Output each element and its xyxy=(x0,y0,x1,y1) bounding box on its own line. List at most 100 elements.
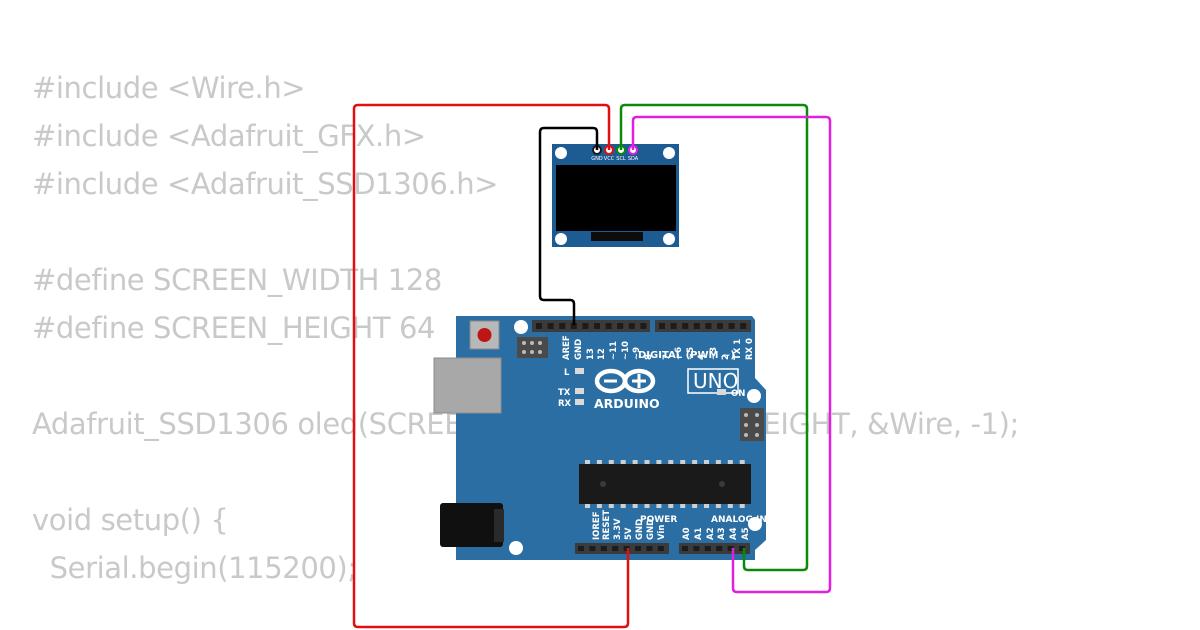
chip-leg xyxy=(680,504,686,508)
header-pin-holes xyxy=(536,323,747,551)
digital-pin-label: 2 xyxy=(721,354,731,360)
digital-pin-label: AREF xyxy=(562,335,572,360)
led-on xyxy=(717,389,726,395)
led-tx-label: TX xyxy=(558,388,571,398)
sda-wire[interactable] xyxy=(631,115,832,594)
code-editor-text: #include <Wire.h>#include <Adafruit_GFX.… xyxy=(32,64,1019,592)
pin-hole xyxy=(617,323,624,329)
pin-hole xyxy=(570,323,577,329)
chip-leg xyxy=(585,504,590,508)
pin-hole xyxy=(600,546,607,551)
oled-screen xyxy=(556,165,676,231)
digital-pin-label: ~6 xyxy=(674,347,684,360)
pin-hole xyxy=(739,546,745,551)
analog-pin-label: A5 xyxy=(741,527,751,540)
pin-hole xyxy=(659,323,665,329)
led-rx-label: RX xyxy=(558,399,572,409)
scl-wire[interactable] xyxy=(619,103,809,572)
chip-leg xyxy=(608,460,614,464)
analog-pin-label: A0 xyxy=(682,527,692,540)
pin-hole xyxy=(716,546,723,551)
chip-leg xyxy=(739,460,745,464)
pin-hole xyxy=(578,546,584,551)
led-on-label: ON xyxy=(731,389,745,399)
pin-hole xyxy=(670,323,677,329)
digital-pin-label: 7 xyxy=(662,354,672,360)
pin-hole xyxy=(682,323,689,329)
oled-pin-label: SCL xyxy=(616,156,626,162)
chip-leg xyxy=(704,504,709,508)
chip-leg xyxy=(692,460,698,464)
digital-pin-label: ~5 xyxy=(686,347,696,360)
pin-hole xyxy=(727,546,734,551)
oled-pin-label: SDA xyxy=(628,156,639,162)
pin-hole xyxy=(693,323,700,329)
arduino-logo xyxy=(594,368,656,394)
led-l xyxy=(575,368,584,374)
power-pin-label: GND xyxy=(646,519,656,540)
chip-leg xyxy=(656,460,662,464)
power-pin-label: Vin xyxy=(657,525,667,540)
chip-leg xyxy=(715,504,721,508)
chip-leg xyxy=(596,504,602,508)
digital-pin-label: 12 xyxy=(597,348,607,360)
led-rx xyxy=(575,399,584,405)
pin-hole xyxy=(536,323,542,329)
chip-leg xyxy=(668,504,674,508)
digital-pin-label: GND xyxy=(574,339,584,360)
analog-pin-header[interactable] xyxy=(679,543,750,554)
mounting-hole xyxy=(748,517,762,531)
power-pin-header[interactable] xyxy=(575,543,669,554)
chip-leg xyxy=(715,460,721,464)
pin-hole xyxy=(640,323,647,329)
led-l-label: L xyxy=(564,368,570,378)
oled-mount-hole xyxy=(663,233,675,245)
pin-hole xyxy=(605,323,612,329)
digital-pin-label: ~3 xyxy=(709,347,719,360)
pin-hole xyxy=(594,323,600,329)
reset-button[interactable] xyxy=(469,320,500,350)
power-pin-label: GND xyxy=(635,519,645,540)
pin-hole xyxy=(547,323,554,329)
chip-leg xyxy=(620,504,626,508)
pin-hole xyxy=(582,323,589,329)
pin-hole xyxy=(646,546,653,551)
power-header-label: POWER xyxy=(640,515,677,525)
svg-text:UNO: UNO xyxy=(693,369,738,393)
pin-hole xyxy=(740,323,747,329)
digital-pin-label: 13 xyxy=(586,348,596,360)
oled-mount-hole xyxy=(663,147,675,159)
vcc-wire[interactable] xyxy=(352,103,630,629)
gnd-wire[interactable] xyxy=(538,126,599,325)
chip-leg xyxy=(632,460,638,464)
pin-hole xyxy=(623,546,630,551)
pin-hole xyxy=(628,323,635,329)
chip-leg xyxy=(739,504,745,508)
digital-pin-label: ~9 xyxy=(632,347,642,360)
chip-leg xyxy=(644,460,650,464)
chip-leg xyxy=(644,504,650,508)
analog-pin-label: A4 xyxy=(729,527,739,540)
chip-leg xyxy=(680,460,686,464)
analog-pin-label: A3 xyxy=(717,527,727,540)
oled-pin-label: VCC xyxy=(604,156,615,162)
pin-hole xyxy=(559,323,566,329)
pin-hole xyxy=(612,546,619,551)
icsp-header-top xyxy=(517,337,548,358)
code-line: #define SCREEN_HEIGHT 64 xyxy=(32,311,436,345)
icsp-header-right xyxy=(740,408,764,441)
chip-leg xyxy=(596,460,602,464)
power-pin-label: 5V xyxy=(624,527,634,540)
chip-leg xyxy=(585,460,590,464)
chip-leg xyxy=(620,460,626,464)
pin-hole xyxy=(704,546,711,551)
chip-leg xyxy=(632,504,638,508)
pin-hole xyxy=(705,323,712,329)
digital-pin-label: TX 1 xyxy=(733,339,743,360)
chip-leg xyxy=(727,504,733,508)
oled-ribbon xyxy=(591,232,643,241)
mounting-hole xyxy=(514,320,528,334)
